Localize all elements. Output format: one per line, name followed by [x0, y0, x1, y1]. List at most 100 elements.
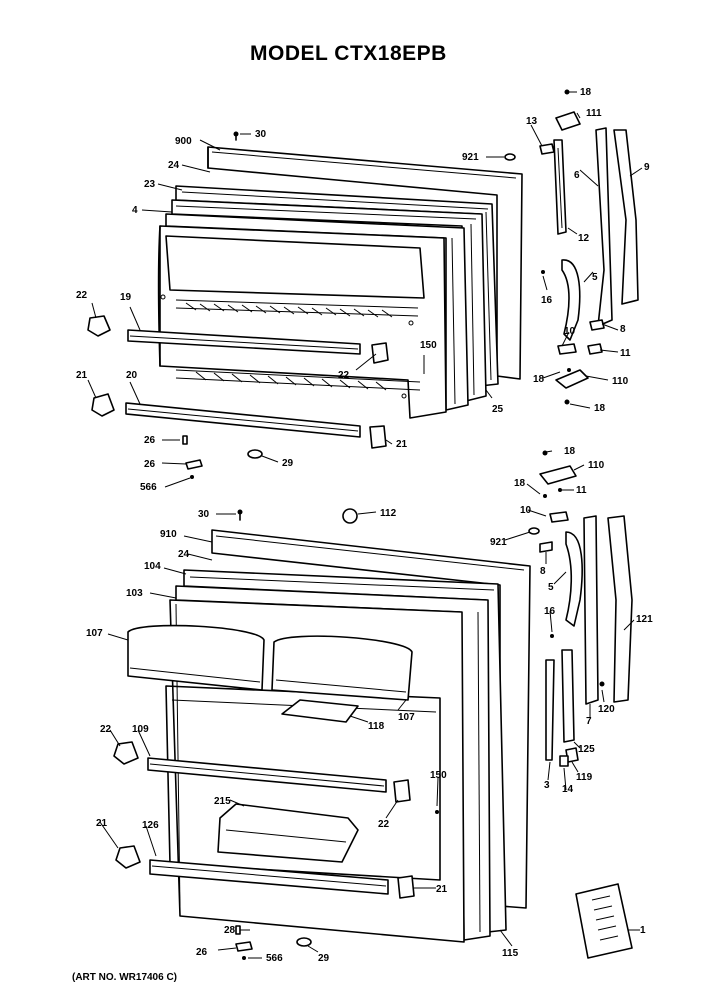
- callout-566b: 566: [266, 953, 283, 964]
- callout-22a: 22: [76, 290, 88, 301]
- callout-112: 112: [380, 508, 397, 519]
- callout-566a: 566: [140, 482, 157, 493]
- callout-11a: 11: [620, 348, 631, 359]
- bracket-10b: [549, 511, 569, 523]
- callout-20: 20: [126, 370, 138, 381]
- screw-18a: [564, 89, 570, 95]
- dairy-door-107b: [271, 635, 413, 701]
- screw-16b: [550, 634, 554, 638]
- callout-6a: 6: [574, 170, 580, 181]
- cap-8b: [539, 541, 553, 553]
- owners-manual: [575, 883, 633, 959]
- freezer-lower-shelf-ribs: [195, 371, 387, 391]
- handle-mount-125: [561, 649, 575, 743]
- callout-19: 19: [120, 292, 132, 303]
- callout-18e: 18: [514, 478, 526, 489]
- callout-30b: 30: [198, 509, 210, 520]
- callout-107b: 107: [398, 712, 415, 723]
- model-title: MODEL CTX18EPB: [250, 42, 447, 65]
- callout-16a: 16: [541, 295, 553, 306]
- leader-lines: [87, 91, 643, 959]
- screw-566b: [242, 956, 246, 960]
- callout-104: 104: [144, 561, 161, 572]
- bracket-10a: [557, 343, 577, 355]
- fresh-food-shelf-bar-lower: [149, 859, 389, 895]
- callout-29b: 29: [318, 953, 330, 964]
- callout-109: 109: [132, 724, 149, 735]
- shelf-bracket-22c: [113, 741, 139, 765]
- callout-910: 910: [160, 529, 177, 540]
- callout-22c: 22: [100, 724, 112, 735]
- callout-111a: 111: [586, 108, 602, 119]
- screw-18c: [564, 399, 570, 405]
- callout-10b: 10: [520, 505, 532, 516]
- callout-4: 4: [132, 205, 138, 216]
- callout-900: 900: [175, 136, 192, 147]
- art-number: (ART NO. WR17406 C): [72, 972, 178, 983]
- freezer-door-assembly: [87, 89, 639, 479]
- callout-26a: 26: [144, 435, 156, 446]
- handle-7: [583, 515, 599, 705]
- callout-21a: 21: [76, 370, 88, 381]
- callout-1: 1: [640, 925, 646, 936]
- shelf-end-cap-22d: [393, 779, 411, 803]
- screw-566a: [190, 475, 194, 479]
- screw-18d: [542, 450, 548, 456]
- screw-18b: [567, 368, 571, 372]
- shelf-end-cap-21b: [369, 425, 387, 449]
- callout-29: 29: [282, 458, 294, 469]
- callout-21d: 21: [436, 884, 448, 895]
- hinge-111a: [555, 111, 581, 131]
- callout-25: 25: [492, 404, 504, 415]
- callout-18c: 18: [594, 403, 606, 414]
- screw-11b: [558, 488, 562, 492]
- callout-9: 9: [644, 162, 650, 173]
- shelf-bracket-21c: [115, 845, 141, 869]
- callout-22d: 22: [378, 819, 390, 830]
- butter-tray-118: [281, 699, 359, 723]
- hinge-110a: [555, 369, 589, 389]
- shelf-bracket-21a: [91, 393, 115, 417]
- dairy-door-107a: [127, 624, 265, 691]
- callout-921a: 921: [462, 152, 479, 163]
- strip-3: [545, 659, 555, 761]
- callout-26b: 26: [144, 459, 156, 470]
- callout-5b: 5: [548, 582, 554, 593]
- callout-103: 103: [126, 588, 143, 599]
- callout-126: 126: [142, 820, 159, 831]
- handle-6: [595, 127, 613, 327]
- callout-23: 23: [144, 179, 156, 190]
- cap-14: [559, 755, 569, 767]
- callout-110a: 110: [612, 376, 629, 387]
- callout-150b: 150: [430, 770, 447, 781]
- callout-125: 125: [578, 744, 595, 755]
- bin-215: [217, 803, 359, 863]
- pin-26a: [182, 435, 188, 445]
- callout-21c: 21: [96, 818, 108, 829]
- screw-150b: [435, 810, 439, 814]
- screw-16a: [541, 270, 545, 274]
- pin-28: [235, 925, 241, 935]
- callout-24b: 24: [178, 549, 190, 560]
- callout-26c: 26: [196, 947, 208, 958]
- plug-112: [342, 508, 358, 524]
- freezer-shelf-ribs: [185, 302, 393, 318]
- trim-9: [613, 129, 639, 305]
- callout-110b: 110: [588, 460, 605, 471]
- callout-7: 7: [586, 716, 592, 727]
- shelf-end-cap-22b: [371, 342, 389, 364]
- grommet-29: [247, 449, 263, 459]
- cap-11a: [587, 343, 603, 355]
- fresh-food-door-assembly: [113, 450, 633, 960]
- handle-grip-5b: [565, 531, 583, 627]
- bracket-26c: [235, 941, 253, 952]
- callout-13: 13: [526, 116, 538, 127]
- callout-150a: 150: [420, 340, 437, 351]
- bracket-13: [539, 143, 555, 155]
- bracket-26b: [185, 459, 203, 470]
- callout-5a: 5: [592, 272, 598, 283]
- trim-121: [607, 515, 633, 703]
- callouts: 18 111 13 30 900 921 6 9 24 23 4 12 5 16…: [76, 87, 653, 964]
